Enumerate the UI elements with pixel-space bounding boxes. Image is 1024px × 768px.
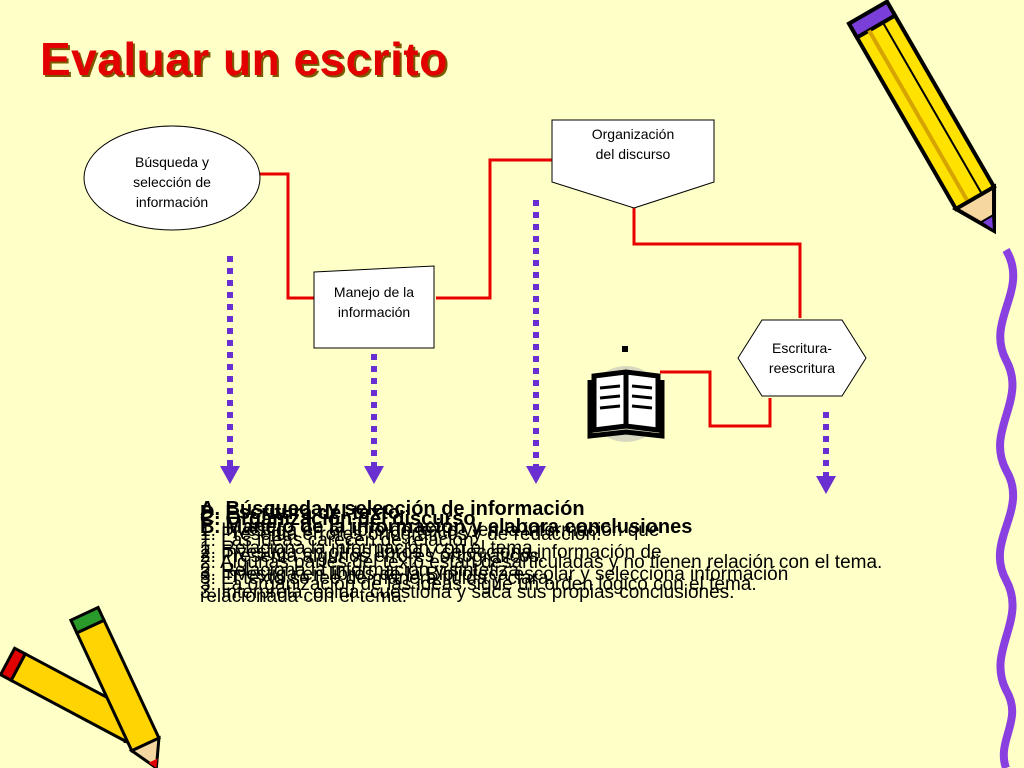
node-manejo-shape xyxy=(313,265,435,349)
rubric-heading: D. Escritura del texto xyxy=(200,502,401,524)
node-escritura-label: Escritura- reescritura xyxy=(740,338,864,378)
pencils-icon xyxy=(0,605,161,768)
node-busqueda-line: selección de xyxy=(133,174,211,190)
arrow-head-b xyxy=(364,466,384,484)
rubric-item: 2. Relaciona la información y sintetiza. xyxy=(200,560,525,581)
rubric-layer-c: C. Organización del discurso 1. Las idea… xyxy=(200,508,890,596)
rubric-item: 2. Algunas partes del texto están desart… xyxy=(200,552,883,573)
arrow-head-c xyxy=(526,466,546,484)
slide-title: Evaluar un escrito xyxy=(40,33,448,85)
node-escritura-line: reescritura xyxy=(768,360,836,376)
node-busqueda-line: información xyxy=(135,194,209,210)
connector-organizacion-escritura xyxy=(632,208,802,318)
connector-escritura-book xyxy=(660,370,772,428)
rubric-layer-d: D. Escritura del texto 1. Presenta error… xyxy=(200,502,890,590)
rubric-heading: A. Búsqueda y selección de información xyxy=(200,498,585,520)
node-escritura-shape xyxy=(737,319,867,397)
rubric-heading: C. Organización del discurso xyxy=(200,508,476,530)
rubric-item: 2. Investiga en otros libros y seleccion… xyxy=(200,542,662,563)
rubric-item: 3. Interpreta, opina, cuestiona y saca s… xyxy=(200,582,735,603)
rubric-layer-b: B. Manejo de la información y elabora co… xyxy=(200,516,890,604)
dotted-arrows xyxy=(227,200,829,480)
node-busqueda-label: Búsqueda y selección de información xyxy=(100,152,244,212)
rubric-item: 3. Investiga en libros de la Biblioteca … xyxy=(200,564,789,607)
node-escritura-line: Escritura- xyxy=(772,340,832,356)
rubric-item: 1. Presenta errores ortográficos y de re… xyxy=(200,524,602,545)
rubric-item: 1. Relaciona la información con el tema. xyxy=(200,538,538,559)
node-manejo-line: información xyxy=(337,304,411,320)
connector-lines xyxy=(258,158,802,428)
rubric-item: 3. El texto se lee de manera fluida y cl… xyxy=(200,568,554,589)
rubric-item: 1. Las ideas carecen de relación. xyxy=(200,530,479,551)
rubric-item: 3. La organización de las ideas sigue un… xyxy=(200,574,757,595)
connector-busqueda-manejo xyxy=(258,172,314,300)
pencil-icon xyxy=(846,0,997,235)
rubric-heading: B. Manejo de la información y elabora co… xyxy=(200,516,693,538)
node-organizacion-shape xyxy=(551,119,715,209)
node-organizacion-line: del discurso xyxy=(595,146,671,162)
node-busqueda-shape xyxy=(83,125,261,231)
node-busqueda-line: Búsqueda y xyxy=(135,154,209,170)
arrow-head-d xyxy=(816,476,836,494)
arrow-heads xyxy=(220,466,836,494)
connector-manejo-organizacion xyxy=(436,158,552,300)
arrow-head-a xyxy=(220,466,240,484)
wavy-decoration xyxy=(995,247,1018,768)
node-manejo-label: Manejo de la información xyxy=(314,282,434,322)
rubric-item: 2. Presenta algunos errores ortográficos… xyxy=(200,546,545,567)
rubric-layer-a: A. Búsqueda y selección de información 1… xyxy=(200,498,890,608)
rubric-item: 1. Investiga en el libro de texto y en l… xyxy=(200,520,660,541)
node-organizacion-line: Organización xyxy=(591,126,675,142)
node-organizacion-label: Organización del discurso xyxy=(552,124,714,164)
book-icon xyxy=(587,346,665,442)
node-manejo-line: Manejo de la xyxy=(333,284,415,300)
